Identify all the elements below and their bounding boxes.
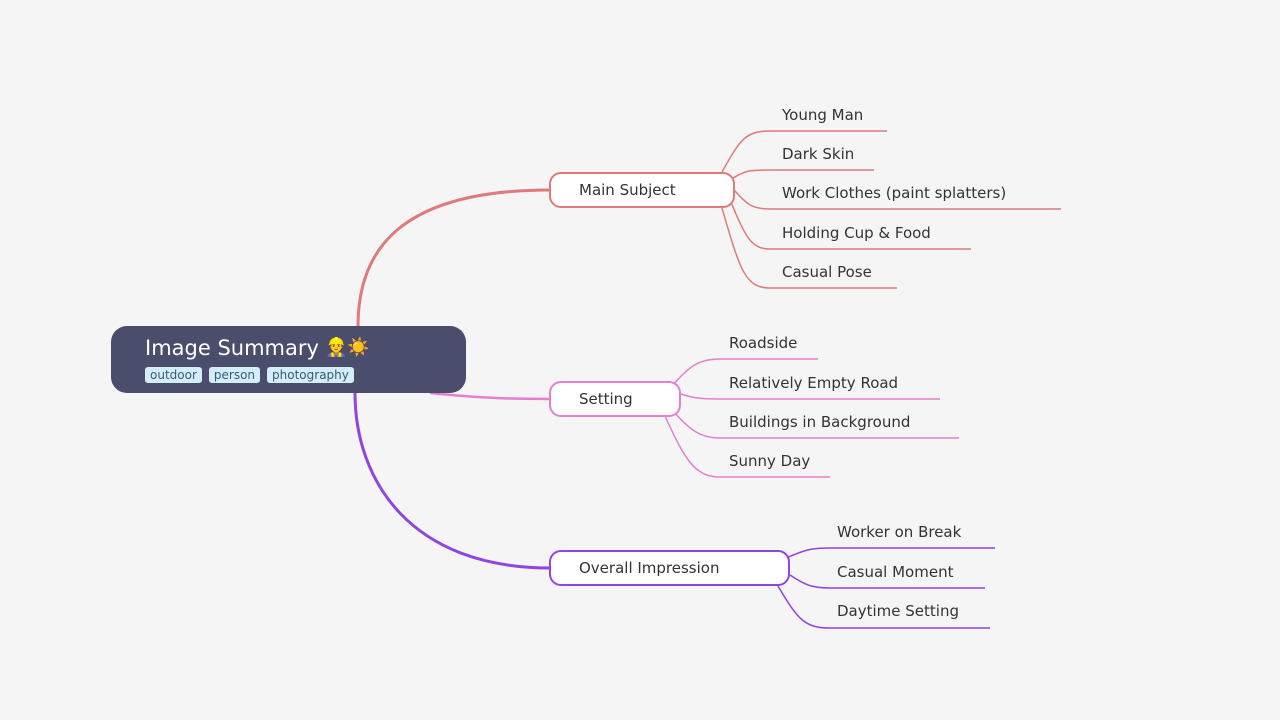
branch-main-subject[interactable]: Main Subject [549, 172, 735, 208]
connector-overall-impression [353, 392, 551, 570]
leaf-worker-on-break[interactable]: Worker on Break [837, 523, 962, 541]
leaf-buildings-background[interactable]: Buildings in Background [729, 413, 911, 431]
leaf-work-clothes[interactable]: Work Clothes (paint splatters) [782, 184, 1007, 202]
leaf-sunny-day[interactable]: Sunny Day [729, 452, 811, 470]
worker-sun-emoji-icon: 👷☀️ [324, 337, 370, 358]
leaf-roadside[interactable]: Roadside [729, 334, 798, 352]
connector-main-subject [356, 188, 551, 327]
tag-person: person [208, 367, 261, 383]
branch-overall-impression-label: Overall Impression [579, 559, 720, 577]
tag-photography: photography [267, 367, 354, 383]
root-title-row: Image Summary 👷☀️ [145, 334, 466, 362]
branch-setting[interactable]: Setting [549, 381, 681, 417]
root-title: Image Summary [145, 336, 319, 360]
leaf-daytime-setting[interactable]: Daytime Setting [837, 602, 959, 620]
tag-list: outdoor person photography [145, 367, 466, 383]
branch-main-subject-label: Main Subject [579, 181, 676, 199]
root-node[interactable]: Image Summary 👷☀️ outdoor person photogr… [111, 326, 466, 393]
leaf-casual-moment[interactable]: Casual Moment [837, 563, 954, 581]
tag-outdoor: outdoor [145, 367, 202, 383]
connector-setting [429, 391, 551, 401]
leaf-young-man[interactable]: Young Man [782, 106, 864, 124]
branch-setting-label: Setting [579, 390, 633, 408]
leaf-empty-road[interactable]: Relatively Empty Road [729, 374, 899, 392]
leaf-casual-pose[interactable]: Casual Pose [782, 263, 872, 281]
leaf-holding-cup-food[interactable]: Holding Cup & Food [782, 224, 931, 242]
branch-overall-impression[interactable]: Overall Impression [549, 550, 790, 586]
leaf-dark-skin[interactable]: Dark Skin [782, 145, 855, 163]
